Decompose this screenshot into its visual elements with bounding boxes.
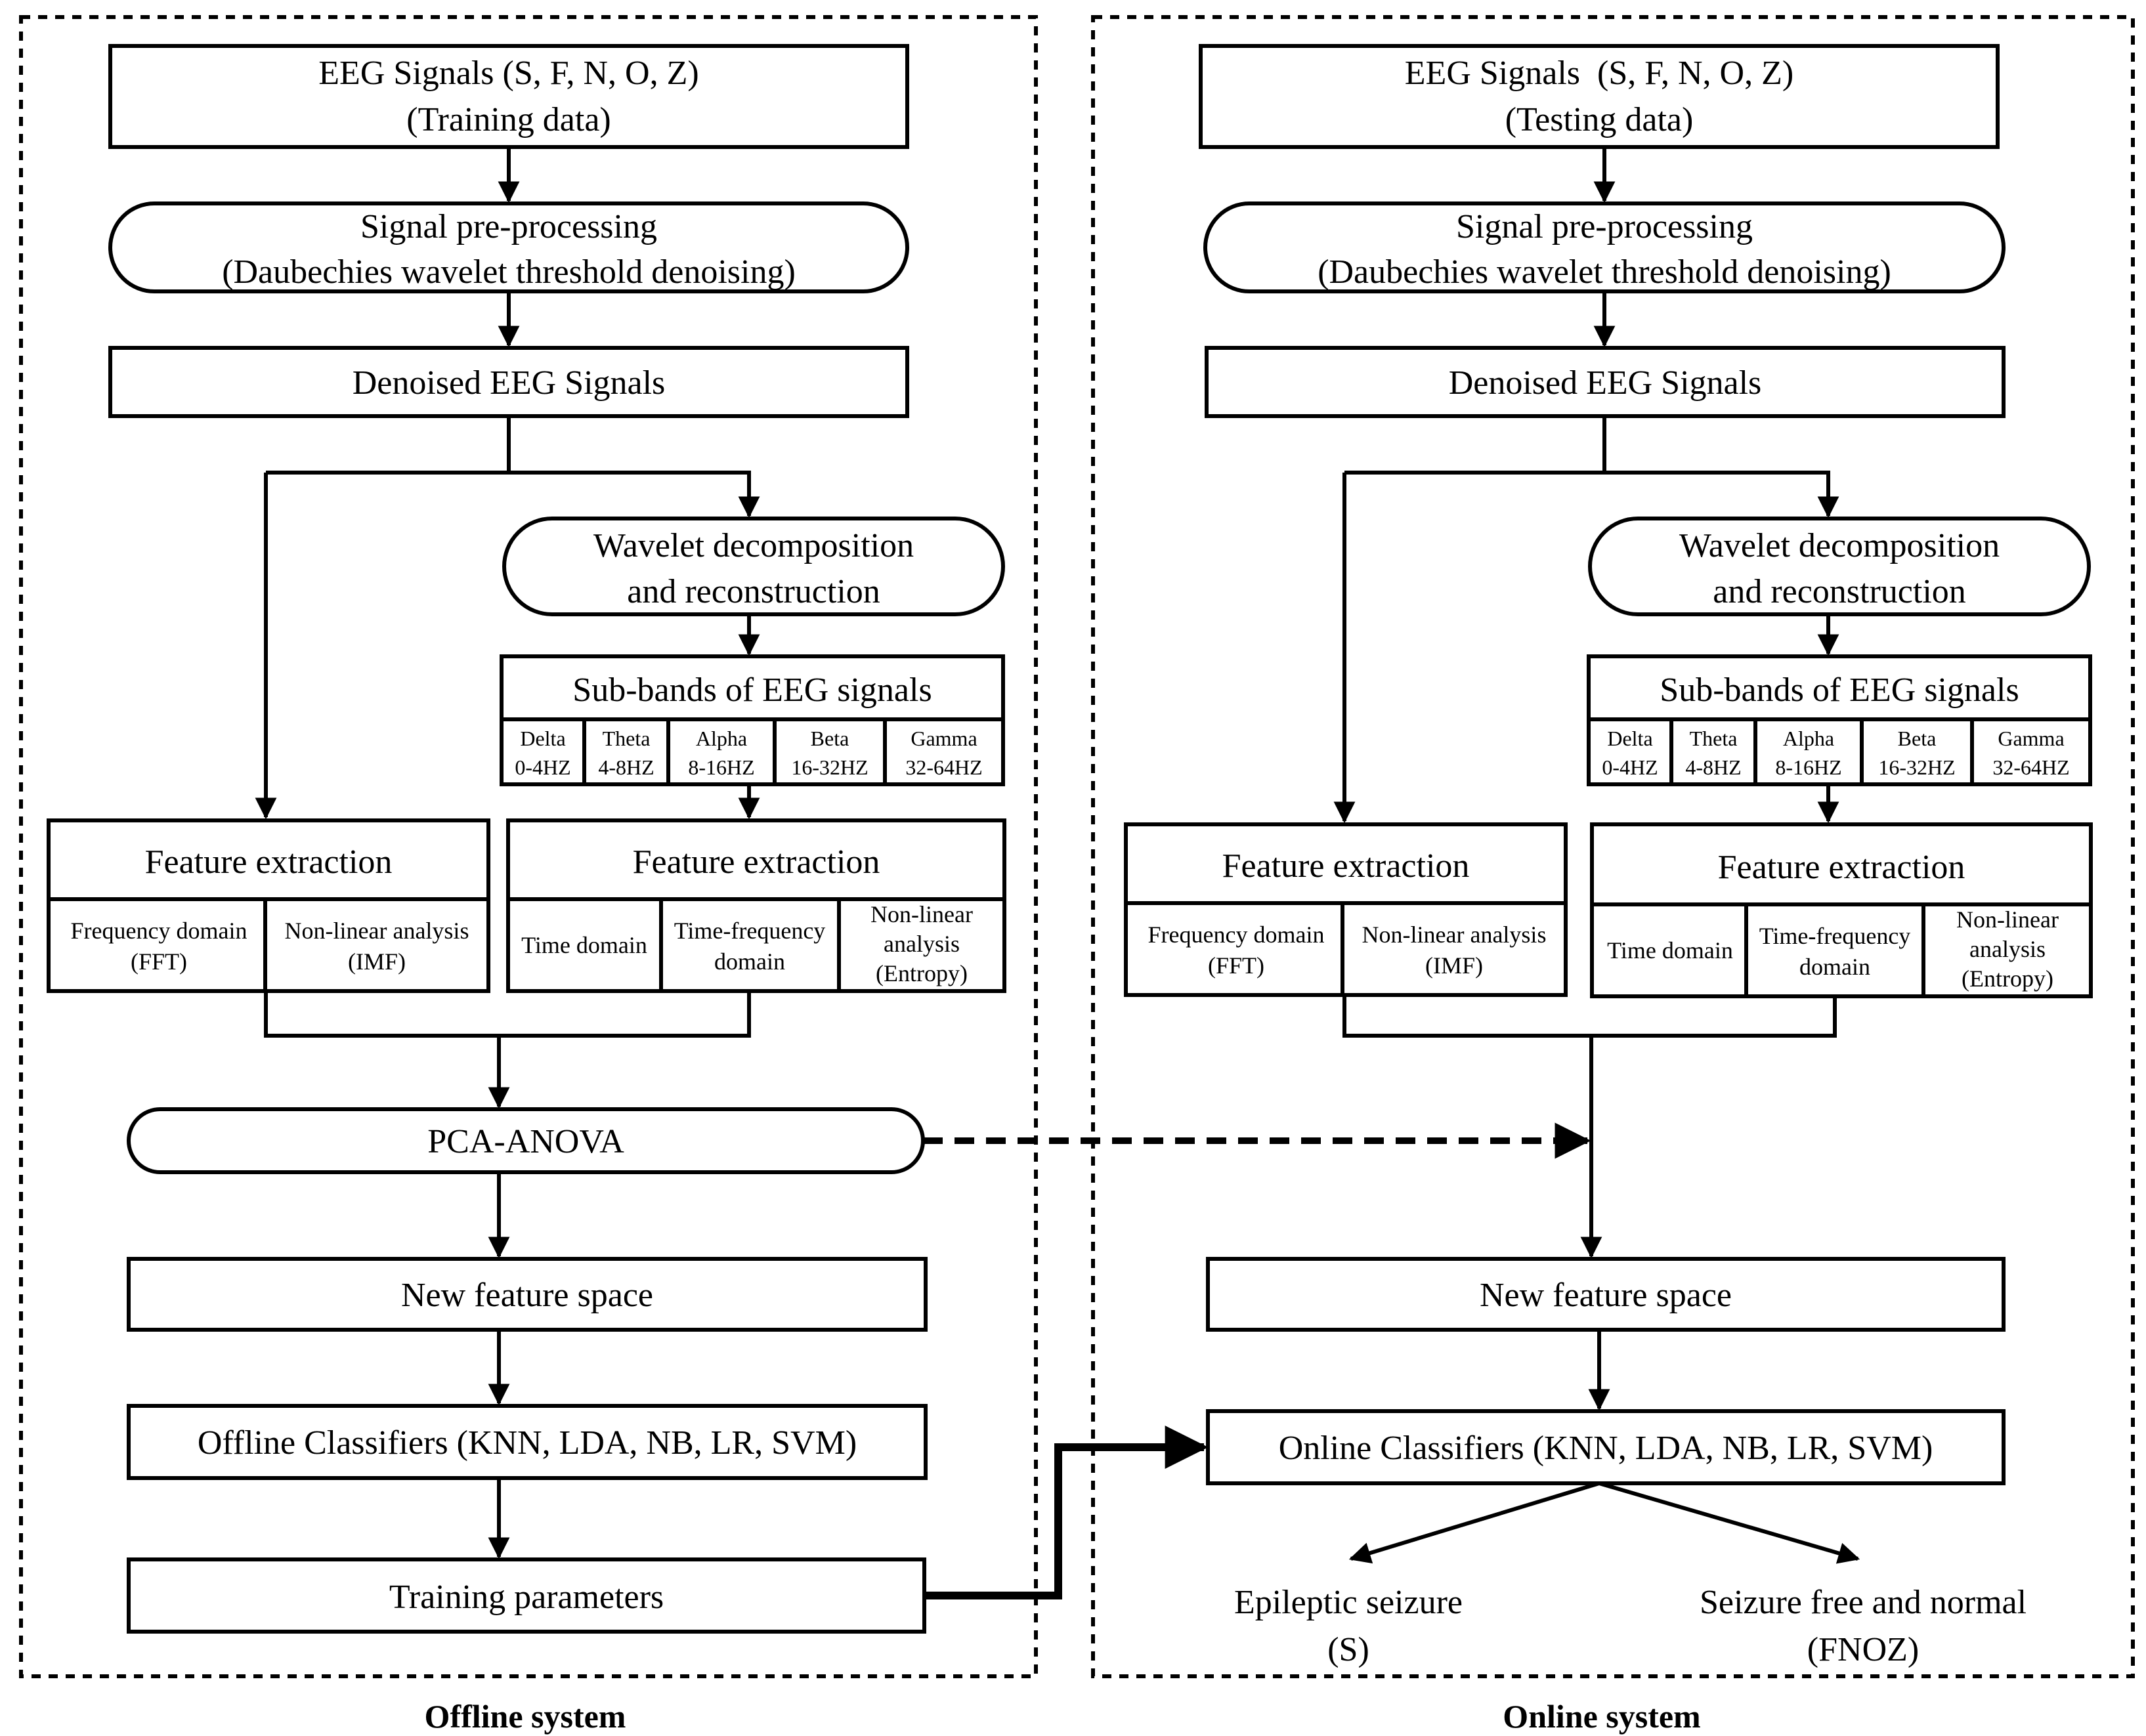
offline-band-alpha-range: 8-16HZ <box>688 755 754 779</box>
offline-band-gamma-name: Gamma <box>911 727 977 750</box>
online-band-delta-name: Delta <box>1607 727 1652 750</box>
online-arrow-to-seizure <box>1348 1481 1600 1564</box>
online-input-line2: (Testing data) <box>1505 101 1694 138</box>
online-feature-right-entropy-line1: Non-linear <box>1956 906 2059 933</box>
online-arrow-to-seizure-free <box>1599 1481 1860 1564</box>
offline-feature-right-tf-line1: Time-frequency <box>674 918 826 944</box>
offline-preprocessing-line1: Signal pre-processing <box>360 208 657 245</box>
online-output-seizure-line2: (S) <box>1327 1631 1369 1668</box>
online-band-beta-name: Beta <box>1898 727 1937 750</box>
online-wavelet-line1: Wavelet decomposition <box>1679 527 2000 564</box>
offline-band-beta-range: 16-32HZ <box>791 755 868 779</box>
online-system-label: Online system <box>1503 1698 1700 1735</box>
online-feature-left-nonlinear-line2: (IMF) <box>1425 952 1483 979</box>
online-band-gamma-name: Gamma <box>1998 727 2064 750</box>
online-classifiers-box <box>1206 1409 2006 1485</box>
offline-wavelet-box <box>502 517 1005 616</box>
offline-band-theta-name: Theta <box>603 727 651 750</box>
online-band-alpha-range: 8-16HZ <box>1775 755 1841 779</box>
online-feature-right-time: Time domain <box>1607 937 1733 963</box>
online-arrow-to-wavelet <box>1604 471 1839 519</box>
offline-classifiers-label: Offline Classifiers (KNN, LDA, NB, LR, S… <box>198 1424 857 1462</box>
offline-feature-left-freq-line2: (FFT) <box>131 948 187 975</box>
online-feature-right-title: Feature extraction <box>1718 849 1965 886</box>
online-system-frame <box>1091 15 2135 1678</box>
online-band-theta-name: Theta <box>1690 727 1738 750</box>
offline-feature-right-box <box>506 818 1006 993</box>
offline-params-label: Training parameters <box>389 1578 664 1616</box>
offline-feature-left-nonlinear-line2: (IMF) <box>348 948 406 975</box>
online-output-seizure-free-line1: Seizure free and normal <box>1700 1584 2027 1621</box>
online-feature-right-entropy-line3: (Entropy) <box>1962 965 2053 992</box>
offline-new-space-box <box>127 1257 928 1332</box>
offline-wavelet-line2: and reconstruction <box>627 573 880 610</box>
offline-merge-connector <box>264 991 751 1038</box>
online-band-gamma-range: 32-64HZ <box>1992 755 2069 779</box>
offline-system-frame <box>19 15 1038 1678</box>
online-merge-connector <box>1342 995 1837 1038</box>
params-to-online-classifiers-arrow <box>924 1426 1209 1599</box>
offline-feature-right-entropy-line1: Non-linear <box>870 901 973 927</box>
offline-feature-left-title: Feature extraction <box>145 843 393 881</box>
online-new-space-label: New feature space <box>1480 1277 1732 1314</box>
offline-feature-left-freq-line1: Frequency domain <box>71 918 247 944</box>
offline-split-connector <box>266 416 511 475</box>
online-band-delta-range: 0-4HZ <box>1602 755 1658 779</box>
offline-feature-right-tf-line2: domain <box>714 948 785 975</box>
offline-band-beta-name: Beta <box>811 727 849 750</box>
online-output-seizure-line1: Epileptic seizure <box>1234 1584 1463 1621</box>
online-wavelet-box <box>1588 517 2091 616</box>
online-feature-left-title: Feature extraction <box>1222 847 1470 885</box>
offline-wavelet-line1: Wavelet decomposition <box>593 527 914 564</box>
online-wavelet-line2: and reconstruction <box>1713 573 1966 610</box>
online-feature-left-box <box>1124 822 1568 997</box>
online-output-seizure-free-line2: (FNOZ) <box>1807 1631 1919 1668</box>
online-feature-left-nonlinear-line1: Non-linear analysis <box>1362 921 1547 948</box>
offline-band-alpha-name: Alpha <box>696 727 747 750</box>
offline-band-delta-range: 0-4HZ <box>515 755 570 779</box>
offline-denoised-box <box>108 346 909 418</box>
offline-feature-right-entropy-line2: analysis <box>884 931 960 957</box>
online-split-connector <box>1344 416 1606 475</box>
online-feature-left-freq-line1: Frequency domain <box>1148 921 1325 948</box>
online-input-box <box>1199 44 2000 149</box>
offline-arrow-to-wavelet <box>509 471 760 519</box>
offline-new-space-label: New feature space <box>401 1277 653 1314</box>
online-feature-right-tf-line2: domain <box>1799 954 1870 980</box>
offline-preprocessing-line2: (Daubechies wavelet threshold denoising) <box>222 253 796 291</box>
offline-denoised-label: Denoised EEG Signals <box>353 364 666 402</box>
offline-feature-right-time: Time domain <box>521 932 647 958</box>
online-feature-right-tf-line1: Time-frequency <box>1759 923 1911 949</box>
online-band-alpha-name: Alpha <box>1783 727 1834 750</box>
online-feature-right-entropy-line2: analysis <box>1969 936 2046 962</box>
online-input-line1: EEG Signals (S, F, N, O, Z) <box>1405 54 1793 92</box>
online-system: EEG Signals (S, F, N, O, Z) (Testing dat… <box>1124 44 2093 1735</box>
online-band-beta-range: 16-32HZ <box>1878 755 1955 779</box>
offline-system-label: Offline system <box>425 1698 626 1735</box>
offline-classifiers-box <box>127 1404 928 1480</box>
offline-band-gamma-range: 32-64HZ <box>905 755 982 779</box>
online-new-space-box <box>1206 1257 2006 1332</box>
offline-system: EEG Signals (S, F, N, O, Z) (Training da… <box>47 44 1006 1735</box>
online-denoised-box <box>1205 346 2006 418</box>
offline-input-line1: EEG Signals (S, F, N, O, Z) <box>318 54 698 92</box>
offline-subbands-title: Sub-bands of EEG signals <box>572 671 932 709</box>
offline-feature-left-nonlinear-line1: Non-linear analysis <box>285 918 469 944</box>
online-subbands-title: Sub-bands of EEG signals <box>1660 671 2019 709</box>
offline-band-delta-name: Delta <box>520 727 565 750</box>
online-preprocessing-line2: (Daubechies wavelet threshold denoising) <box>1318 253 1891 291</box>
online-preprocessing-line1: Signal pre-processing <box>1456 208 1753 245</box>
online-classifiers-label: Online Classifiers (KNN, LDA, NB, LR, SV… <box>1279 1429 1933 1467</box>
offline-band-theta-range: 4-8HZ <box>598 755 654 779</box>
online-feature-left-freq-line2: (FFT) <box>1208 952 1264 979</box>
offline-input-line2: (Training data) <box>406 101 611 138</box>
offline-feature-right-entropy-line3: (Entropy) <box>876 960 968 986</box>
offline-pca-label: PCA-ANOVA <box>427 1123 624 1160</box>
online-band-theta-range: 4-8HZ <box>1685 755 1741 779</box>
online-denoised-label: Denoised EEG Signals <box>1449 364 1762 402</box>
online-feature-right-box <box>1590 822 2093 998</box>
offline-feature-right-title: Feature extraction <box>633 843 880 881</box>
offline-feature-left-box <box>47 818 490 993</box>
